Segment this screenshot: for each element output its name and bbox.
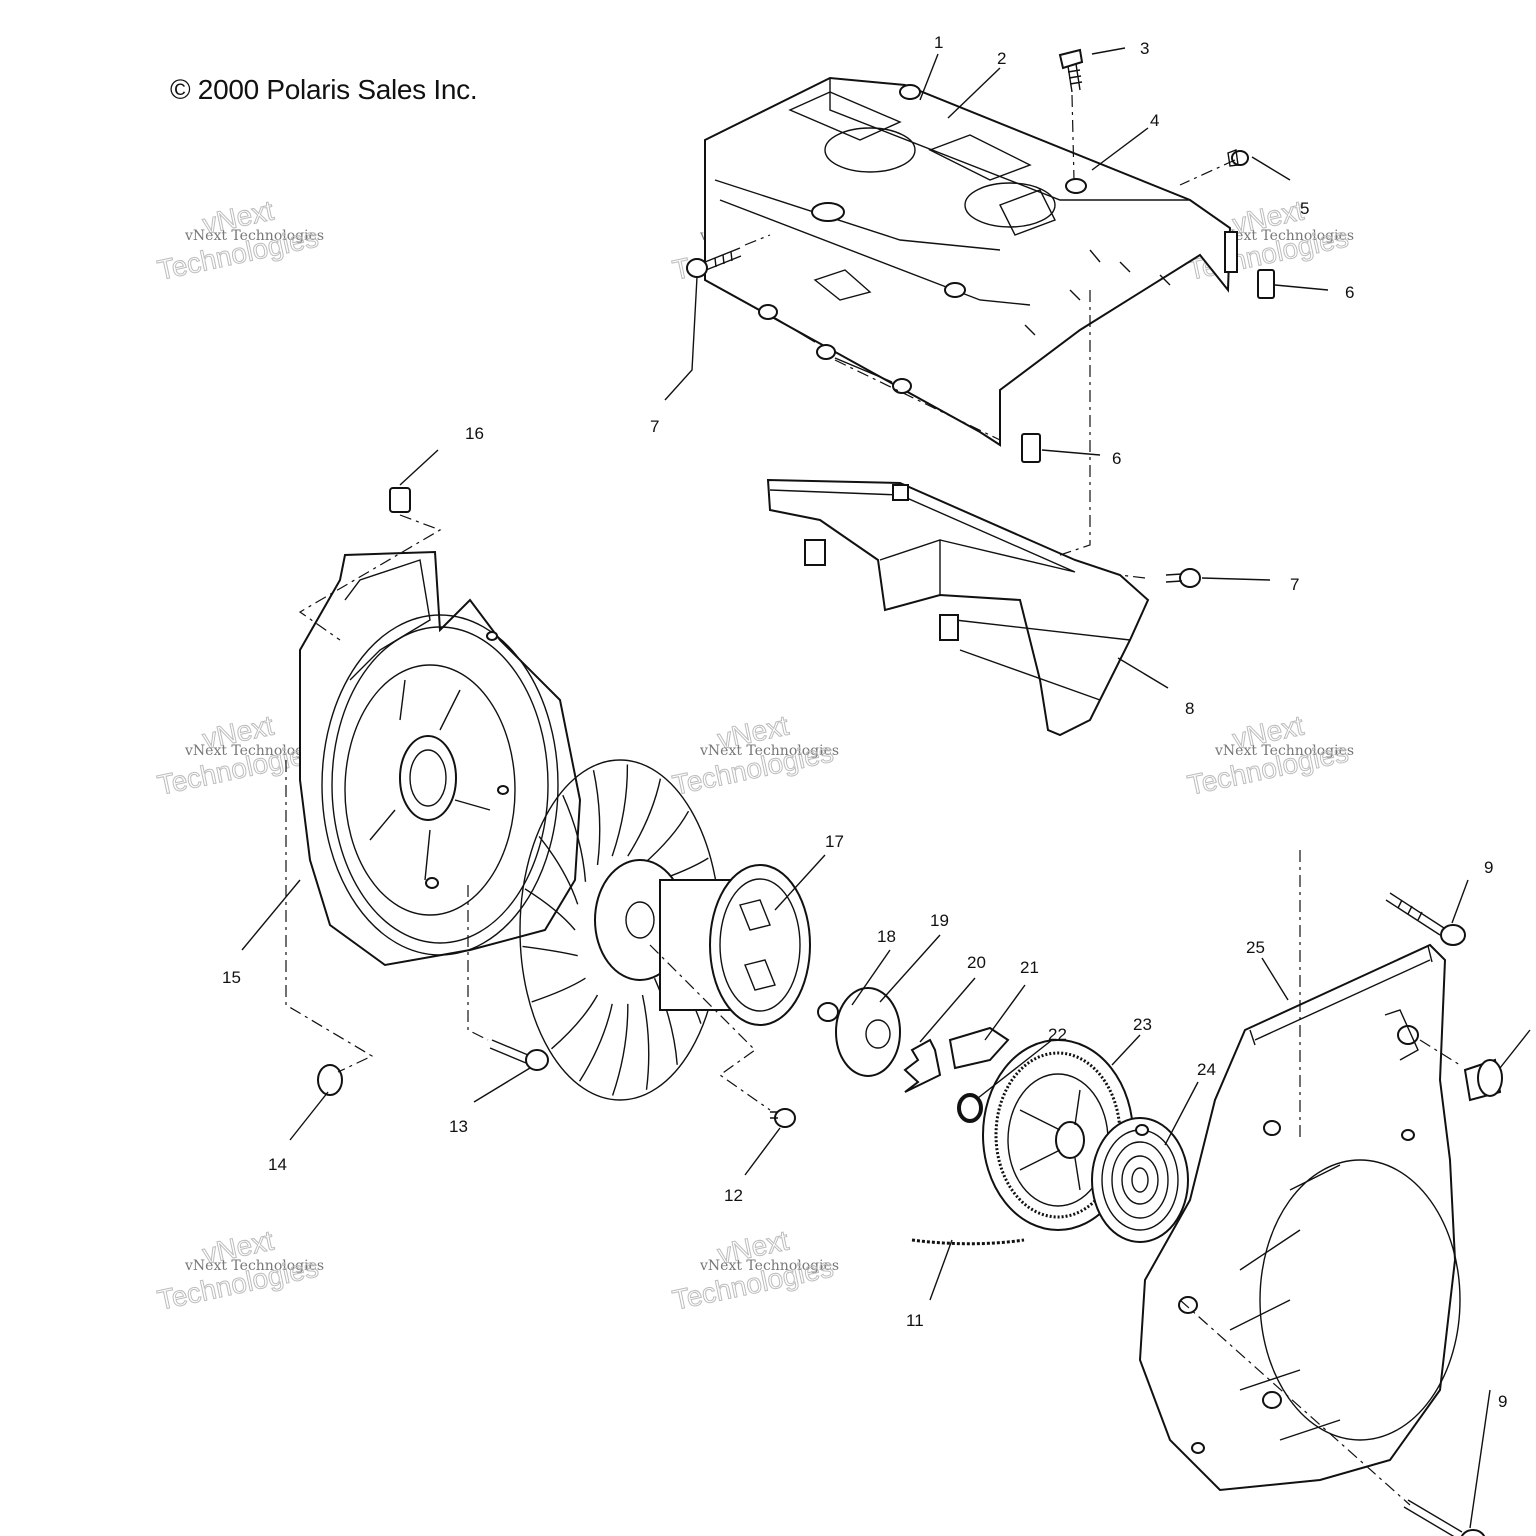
callout-17: 17 xyxy=(825,832,844,851)
callout-8: 8 xyxy=(1185,699,1194,718)
pawl xyxy=(948,1026,1010,1070)
top-cover xyxy=(704,76,1238,447)
callout-24: 24 xyxy=(1197,1060,1216,1079)
callout-9b: 9 xyxy=(1498,1392,1507,1411)
fan-blade xyxy=(551,994,599,1050)
bolts xyxy=(489,892,1486,1536)
callout-6a: 6 xyxy=(1345,283,1354,302)
watermark-line1: vNext Technologies xyxy=(184,228,324,244)
spring xyxy=(903,1038,942,1093)
callout-20: 20 xyxy=(967,953,986,972)
plug-cap xyxy=(1463,1058,1503,1102)
fan-blade xyxy=(642,810,690,866)
bushing-22 xyxy=(957,1093,983,1123)
fan-blade xyxy=(592,770,601,866)
watermark-line1: vNext Technologies xyxy=(1214,743,1354,759)
recoil-housing xyxy=(1138,943,1461,1492)
fan-blade xyxy=(641,994,650,1090)
callout-9a: 9 xyxy=(1484,858,1493,877)
fan-blade xyxy=(611,1003,629,1096)
fan-blade xyxy=(524,888,576,931)
callout-15: 15 xyxy=(222,968,241,987)
air-duct xyxy=(766,478,1150,737)
watermark-line1: vNext Technologies xyxy=(184,743,324,759)
fan-blade xyxy=(611,764,629,857)
nut xyxy=(817,1002,839,1022)
callout-4: 4 xyxy=(1150,111,1159,130)
callout-1: 1 xyxy=(934,33,943,52)
callout-18: 18 xyxy=(877,927,896,946)
watermark-line1: vNext Technologies xyxy=(699,743,839,759)
callout-2: 2 xyxy=(997,49,1006,68)
callout-25: 25 xyxy=(1246,938,1265,957)
callout-11: 11 xyxy=(906,1311,924,1330)
callout-23: 23 xyxy=(1133,1015,1152,1034)
starter-rope xyxy=(911,1238,1025,1246)
callout-13: 13 xyxy=(449,1117,468,1136)
callout-7b: 7 xyxy=(1290,575,1299,594)
copyright-notice: © 2000 Polaris Sales Inc. xyxy=(170,74,478,105)
fan-blade xyxy=(562,794,587,882)
callout-21: 21 xyxy=(1020,958,1039,977)
cooling-fan xyxy=(519,759,811,1101)
fan-housing xyxy=(299,550,582,967)
callout-22: 22 xyxy=(1048,1025,1067,1044)
watermark-line1: vNext Technologies xyxy=(699,1258,839,1274)
recoil-spring xyxy=(1091,1117,1189,1243)
fan-blade xyxy=(538,835,579,905)
center-lines xyxy=(285,94,1461,1506)
top-hardware xyxy=(686,48,1275,588)
fan-blade xyxy=(653,977,678,1065)
fan-blade xyxy=(627,778,662,857)
fan-blade xyxy=(522,945,578,957)
retaining-ring xyxy=(317,1064,343,1096)
bushing xyxy=(389,487,411,513)
callout-6b: 6 xyxy=(1112,449,1121,468)
friction-plate xyxy=(835,987,901,1077)
callout-16: 16 xyxy=(465,424,484,443)
watermark-line1: vNext Technologies xyxy=(1214,228,1354,244)
callout-14: 14 xyxy=(268,1155,287,1174)
callout-7a: 7 xyxy=(650,417,659,436)
fan-blade xyxy=(579,1003,613,1082)
watermark-line1: vNext Technologies xyxy=(184,1258,324,1274)
callout-leaders xyxy=(241,47,1531,1529)
callout-5: 5 xyxy=(1300,199,1309,218)
callout-numbers: 1 2 3 4 5 6 6 7 7 8 9 9 11 12 13 14 15 1… xyxy=(222,33,1507,1411)
fan-blade xyxy=(531,977,586,1003)
callout-19: 19 xyxy=(930,911,949,930)
callout-12: 12 xyxy=(724,1186,743,1205)
callout-3: 3 xyxy=(1140,39,1149,58)
